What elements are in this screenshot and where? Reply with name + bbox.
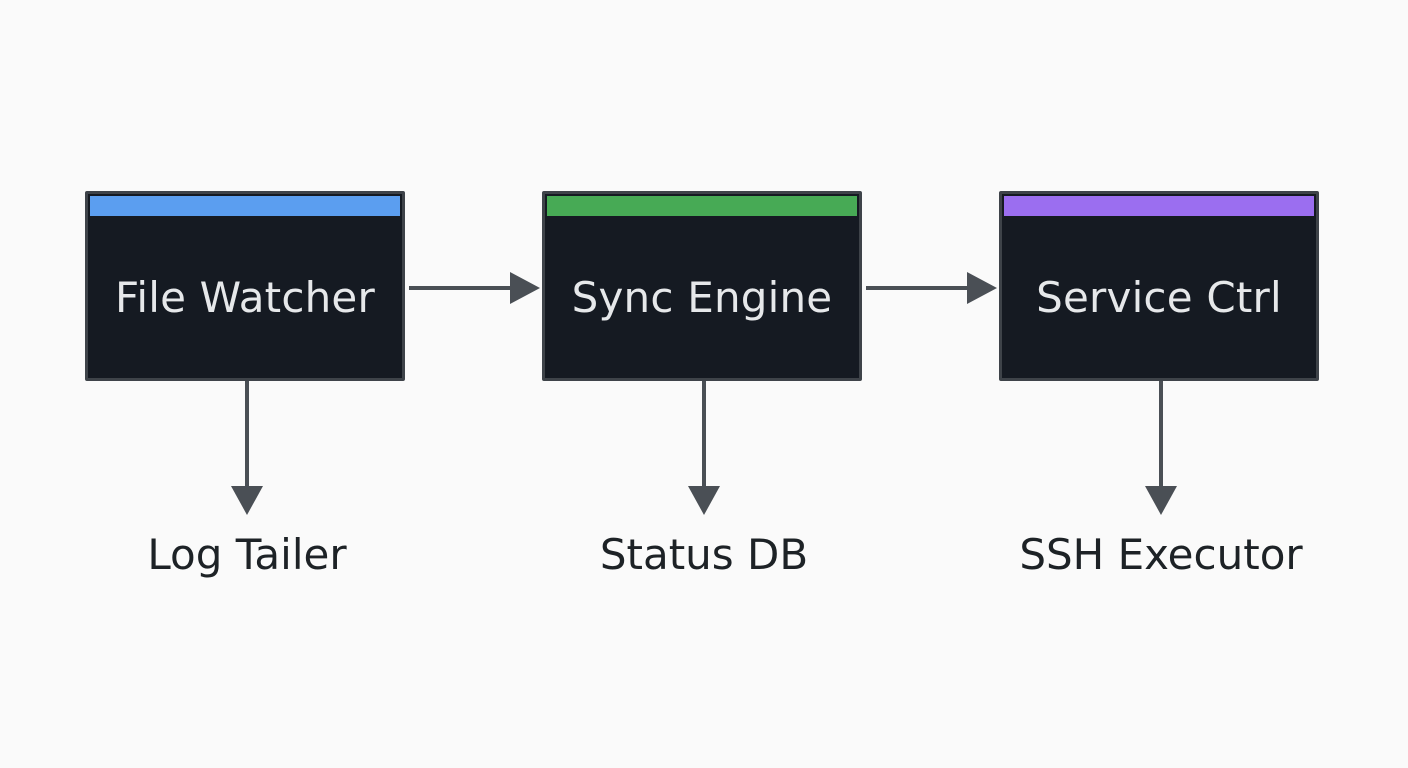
node-label: File Watcher [115,272,375,322]
output-status-db: Status DB [599,530,809,579]
output-ssh-executor: SSH Executor [1019,530,1303,579]
arrowhead-down-icon [1145,486,1177,515]
node-file-watcher[interactable]: File Watcher [85,191,405,381]
arrowhead-down-icon [688,486,720,515]
node-accent-bar [90,196,400,216]
node-sync-engine[interactable]: Sync Engine [542,191,862,381]
arrowhead-right-icon [510,272,540,304]
arrowhead-right-icon [967,272,997,304]
arrowhead-down-icon [231,486,263,515]
node-accent-bar [547,196,857,216]
node-label: Sync Engine [571,272,833,322]
node-service-ctrl[interactable]: Service Ctrl [999,191,1319,381]
node-accent-bar [1004,196,1314,216]
output-log-tailer: Log Tailer [147,530,347,579]
node-label: Service Ctrl [1036,272,1282,322]
